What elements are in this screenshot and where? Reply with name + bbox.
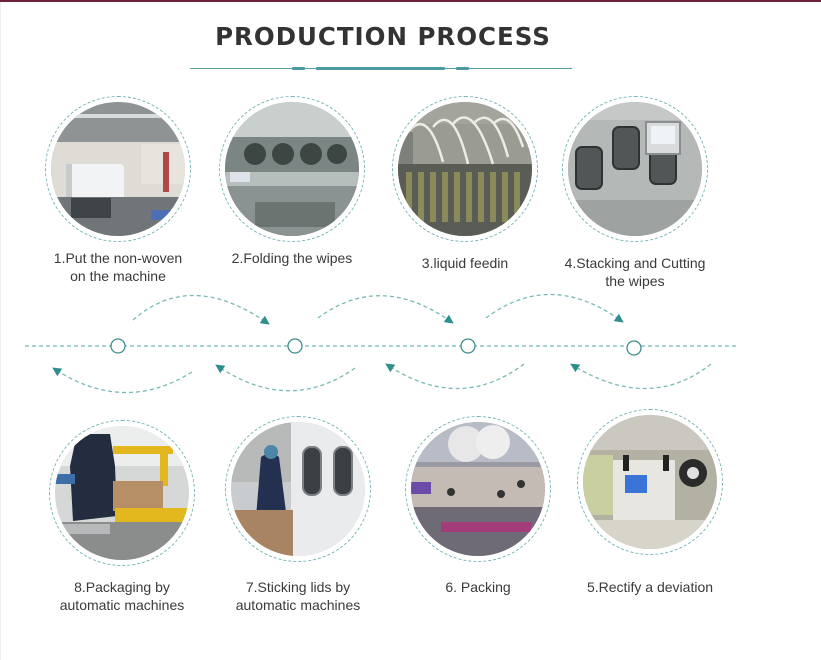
flow-arrow-8-end (52, 367, 193, 394)
step-2-photo (225, 102, 359, 236)
step-7-dashed-ring (225, 416, 371, 562)
title-underline-accent-left (292, 67, 305, 70)
top-border (0, 0, 821, 2)
step-6-dashed-ring (405, 416, 551, 562)
step-7-label: 7.Sticking lids by automatic machines (210, 578, 386, 614)
step-1-photo (51, 102, 185, 236)
step-2-dashed-ring (219, 96, 365, 242)
step-7-label-line1: 7.Sticking lids by (245, 579, 351, 595)
step-5-label-line1: 5.Rectify a deviation (586, 579, 714, 595)
step-2-label-line1: 2.Folding the wipes (231, 250, 353, 266)
step-7-label-line2: automatic machines (235, 597, 361, 613)
step-1-dashed-ring (45, 96, 191, 242)
folding-machine-image (225, 102, 359, 236)
step-8-label-line1: 8.Packaging by (74, 579, 170, 595)
carton-packaging-machine-image (55, 426, 189, 560)
flow-node-2 (287, 338, 303, 354)
step-8-dashed-ring (49, 420, 195, 566)
step-6-label-line1: 6. Packing (445, 579, 511, 595)
step-8-label: 8.Packaging by automatic machines (34, 578, 210, 614)
step-1-label-line1: 1.Put the non-woven (53, 250, 183, 266)
deviation-rectifier-image (583, 415, 717, 549)
step-3-dashed-ring (392, 96, 538, 242)
step-2-label: 2.Folding the wipes (204, 249, 380, 267)
page-title: PRODUCTION PROCESS (215, 22, 551, 51)
step-5-label: 5.Rectify a deviation (562, 578, 738, 596)
step-3-photo (398, 102, 532, 236)
step-4-label-line2: the wipes (605, 273, 665, 289)
step-1-label-line2: on the machine (70, 268, 166, 284)
step-6-photo (411, 422, 545, 556)
step-3-label-line1: 3.liquid feedin (421, 255, 509, 271)
title-underline-accent-center (316, 67, 445, 70)
step-4-label-line1: 4.Stacking and Cutting (564, 255, 706, 271)
step-4-dashed-ring (562, 96, 708, 242)
flow-arrow-6-to-7 (385, 363, 525, 390)
flow-node-4 (626, 340, 642, 356)
flow-node-3 (460, 338, 476, 354)
flow-arrow-4-to-5 (570, 363, 712, 390)
left-border (0, 2, 1, 660)
step-1-label: 1.Put the non-woven on the machine (30, 249, 206, 285)
step-5-dashed-ring (577, 409, 723, 555)
non-woven-roll-machine-image (51, 102, 185, 236)
flow-node-1 (110, 338, 126, 354)
step-4-label: 4.Stacking and Cutting the wipes (547, 254, 723, 290)
flow-arrow-7-to-8 (215, 364, 356, 392)
flow-arrow-1-to-2 (132, 294, 270, 325)
title-underline-accent-right (456, 67, 469, 70)
step-3-label: 3.liquid feedin (377, 254, 553, 272)
packing-machine-image (411, 422, 545, 556)
step-8-label-line2: automatic machines (59, 597, 185, 613)
step-6-label: 6. Packing (390, 578, 566, 596)
lid-sticking-machine-image (231, 422, 365, 556)
flow-arrow-3-to-4 (485, 293, 624, 323)
step-8-photo (55, 426, 189, 560)
flow-arrow-2-to-3 (317, 295, 454, 324)
liquid-feeding-tubes-image (398, 102, 532, 236)
step-7-photo (231, 422, 365, 556)
step-5-photo (583, 415, 717, 549)
